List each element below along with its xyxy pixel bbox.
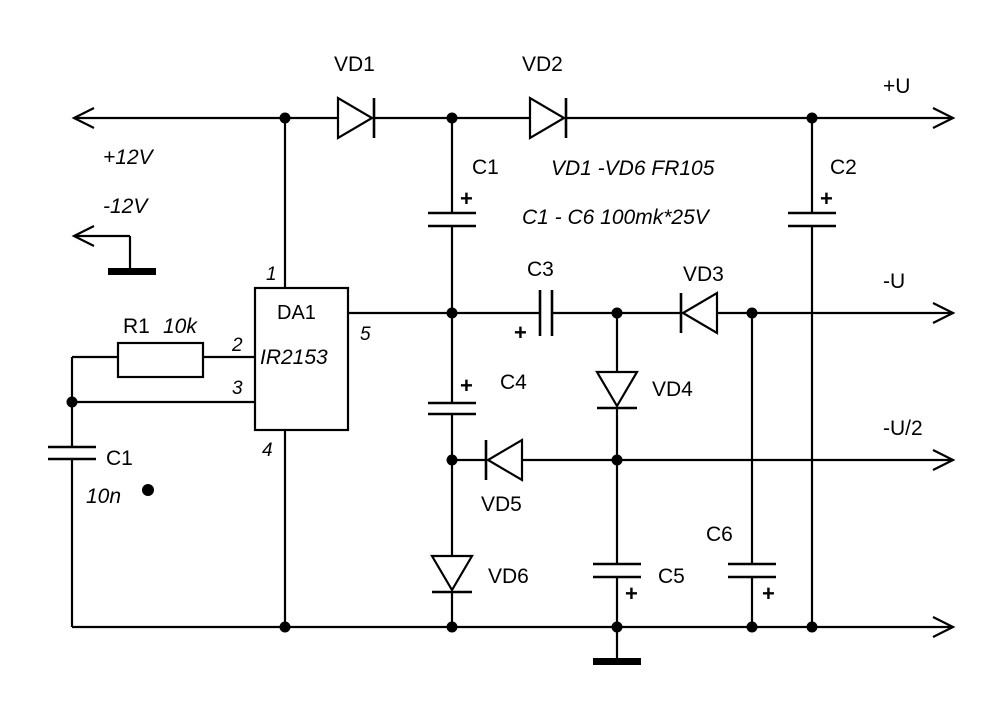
- plus-u-arrow: [932, 107, 956, 129]
- c4-symbol: [428, 401, 476, 416]
- r1-value-label: 10k: [163, 315, 198, 338]
- junction-dot: [446, 307, 458, 319]
- vd4-label: VD4: [652, 378, 693, 401]
- vd1-symbol: [336, 96, 376, 140]
- junction-dot: [611, 307, 623, 319]
- c5-symbol: [593, 562, 641, 579]
- c2-label: C2: [830, 156, 857, 179]
- c1-timing-value-label: 10n: [86, 485, 121, 508]
- c1-top-label: C1: [472, 156, 499, 179]
- plus-u-label: +U: [883, 75, 910, 98]
- minus-u-half-label: -U/2: [883, 417, 923, 440]
- diode-spec-note: VD1 -VD6 FR105: [551, 157, 715, 180]
- vd3-label: VD3: [683, 263, 724, 286]
- pin4-label: 4: [262, 440, 273, 461]
- c2-polarity: +: [820, 186, 833, 211]
- vd6-label: VD6: [488, 565, 529, 588]
- c1-top-polarity: +: [460, 186, 473, 211]
- vd4-symbol: [595, 370, 639, 410]
- c5-label: C5: [658, 565, 685, 588]
- junction-dot: [746, 621, 758, 633]
- c1-timing-label: C1: [106, 447, 133, 470]
- r1-label: R1: [123, 315, 150, 338]
- vd2-label: VD2: [522, 53, 563, 76]
- c6-polarity: +: [762, 581, 775, 606]
- ground-rail-arrow: [932, 616, 956, 638]
- minus-12v-arrow: [71, 225, 95, 247]
- da1-label: DA1: [277, 302, 316, 324]
- junction-dot: [746, 307, 758, 319]
- pin5-label: 5: [360, 324, 371, 345]
- junction-dot: [806, 621, 818, 633]
- junction-dot: [806, 112, 818, 124]
- c6-symbol: [728, 562, 776, 579]
- ground-bar-bottom: [593, 658, 641, 665]
- c1-top-symbol: [428, 211, 476, 228]
- junction-dot: [279, 621, 291, 633]
- junction-dot: [66, 396, 78, 408]
- stray-dot: [142, 484, 154, 496]
- c3-polarity: +: [514, 320, 527, 345]
- c4-polarity: +: [460, 373, 473, 398]
- vd2-symbol: [528, 96, 568, 140]
- vd5-symbol: [484, 438, 524, 482]
- junction-dot: [446, 454, 458, 466]
- r1-symbol: [116, 341, 205, 379]
- ground-bar-left: [108, 268, 156, 275]
- da1-chip-body: [253, 286, 350, 432]
- junction-dot: [446, 112, 458, 124]
- c2-symbol: [788, 211, 836, 228]
- junction-dots: [66, 112, 818, 633]
- c3-label: C3: [527, 258, 554, 281]
- junction-dot: [611, 621, 623, 633]
- vd6-symbol: [430, 554, 474, 594]
- minus-u-label: -U: [883, 270, 905, 293]
- plus-12v-arrow: [71, 107, 95, 129]
- pin2-label: 2: [231, 335, 243, 356]
- c5-polarity: +: [625, 581, 638, 606]
- vd1-label: VD1: [334, 53, 375, 76]
- pin1-label: 1: [266, 264, 277, 285]
- c3-symbol: [538, 290, 554, 336]
- junction-dot: [279, 112, 291, 124]
- vd5-label: VD5: [481, 493, 522, 516]
- junction-dot: [446, 621, 458, 633]
- capacitor-spec-note: C1 - C6 100mk*25V: [522, 206, 711, 229]
- minus-12v-label: -12V: [103, 195, 149, 218]
- c1-timing-symbol: [48, 445, 96, 461]
- c6-label: C6: [706, 523, 733, 546]
- da1-part-label: IR2153: [260, 346, 328, 369]
- pin3-label: 3: [232, 378, 243, 399]
- arrows: [71, 107, 956, 638]
- vd3-symbol: [679, 291, 719, 335]
- junction-dot: [611, 454, 623, 466]
- plus-12v-label: +12V: [103, 146, 155, 169]
- minus-u-arrow: [932, 302, 956, 324]
- c4-label: C4: [500, 371, 527, 394]
- minus-u-half-arrow: [932, 449, 956, 471]
